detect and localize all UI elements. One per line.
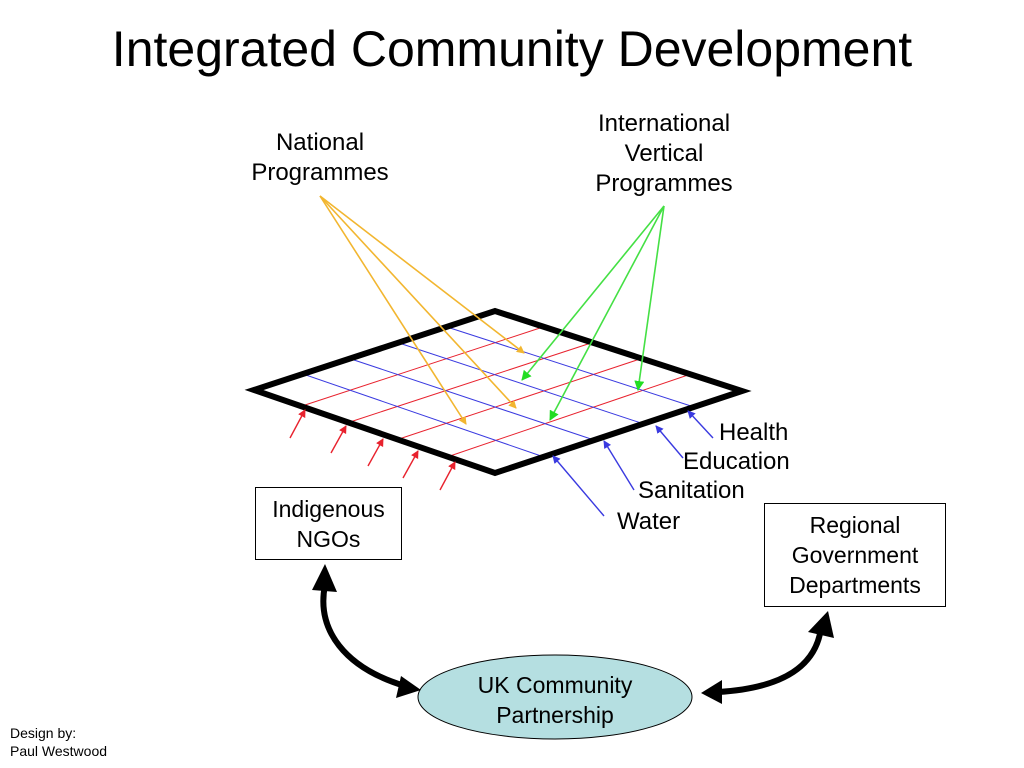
red-input-arrow-4 [402, 450, 419, 479]
red-input-arrow-1 [289, 409, 306, 439]
indigenous-ngos-box: Indigenous NGOs [255, 487, 402, 560]
education-arrow [655, 425, 684, 459]
regional-arrowhead-bottom [701, 680, 722, 704]
health-arrow [687, 410, 714, 439]
international-arrow-1 [521, 205, 665, 381]
red-input-arrows [289, 409, 456, 491]
education-label: Education [683, 448, 790, 475]
ngo-arrowhead-bottom [396, 676, 421, 698]
health-label: Health [719, 419, 789, 446]
slide-title: Integrated Community Development [111, 21, 913, 77]
community-grid [244, 307, 752, 477]
design-credit: Design by: Paul Westwood [10, 725, 108, 759]
water-arrow [552, 455, 605, 517]
regional-government-departments-box: Regional Government Departments [764, 503, 946, 607]
sanitation-arrow [603, 440, 635, 491]
red-input-arrow-5 [439, 461, 456, 491]
national-arrow-3 [319, 195, 467, 425]
national-programme-arrows [319, 195, 525, 425]
red-grid-lines [301, 326, 689, 458]
grid-plane [254, 311, 742, 473]
water-label: Water [617, 508, 681, 535]
national-arrow-1 [319, 195, 525, 354]
uk-community-partnership-label: UK Community Partnership [477, 672, 633, 728]
hub-ellipse [417, 654, 693, 740]
grid-border [244, 307, 752, 477]
international-programme-arrows [521, 205, 665, 421]
international-arrow-3 [634, 205, 665, 391]
blue-sector-arrows [552, 410, 714, 517]
national-arrow-2 [319, 195, 517, 409]
sanitation-label: Sanitation [638, 477, 745, 504]
ngo-arrowhead-top [312, 564, 337, 592]
ngo-hub-arrow [320, 584, 406, 689]
red-input-arrow-2 [330, 425, 347, 454]
national-programmes-label: National Programmes [251, 129, 389, 186]
regional-arrowhead-top [808, 611, 834, 638]
blue-grid-lines [302, 326, 695, 458]
international-arrow-2 [549, 205, 665, 421]
regional-hub-arrow [717, 627, 824, 695]
international-vertical-programmes-label: International Vertical Programmes [595, 110, 733, 197]
red-input-arrow-3 [367, 438, 384, 467]
partnership-arrows [312, 564, 834, 704]
